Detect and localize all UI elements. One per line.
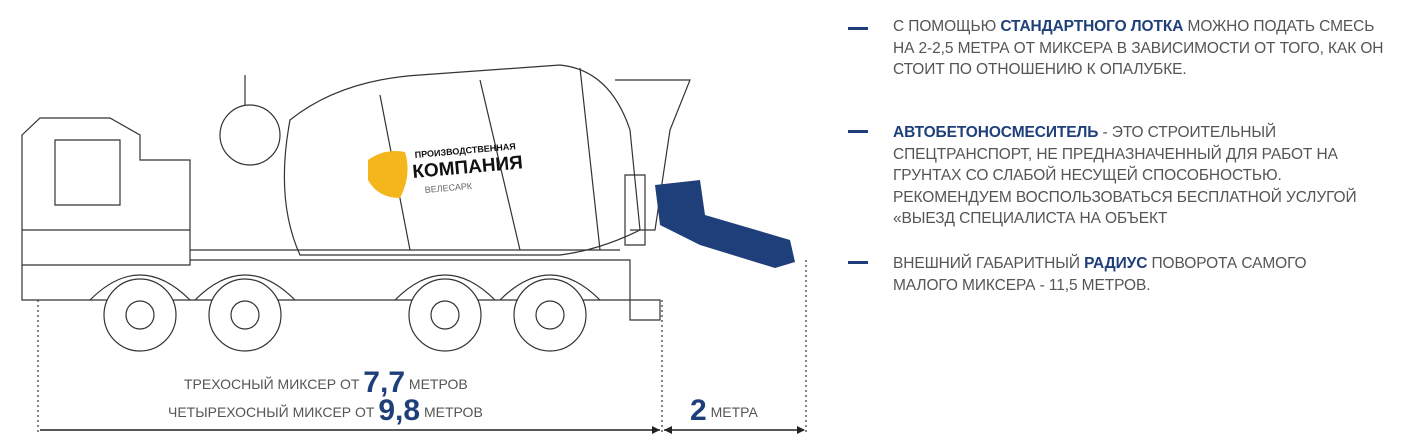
svg-text:ВЕЛЕСАРК: ВЕЛЕСАРК bbox=[424, 181, 473, 195]
note-chute: С помощью стандартного лотка можно подат… bbox=[893, 18, 1384, 78]
truck-chassis bbox=[21, 259, 661, 321]
company-logo: ПРОИЗВОДСТВЕННАЯ КОМПАНИЯ ВЕЛЕСАРК bbox=[368, 141, 524, 198]
standard-chute bbox=[655, 180, 795, 268]
chute-reach: 2 МЕТРА bbox=[690, 394, 758, 427]
truck-cab bbox=[21, 117, 191, 266]
wheels bbox=[103, 278, 587, 352]
three-axle-length: ТРЕХОСНЫЙ МИКСЕР ОТ 7,7 МЕТРОВ bbox=[184, 366, 468, 399]
bullet-dash bbox=[848, 130, 868, 133]
note-radius: Внешний габаритный радиус поворота самог… bbox=[893, 255, 1307, 294]
note-mixer: Автобетоносмеситель - это строительный с… bbox=[893, 124, 1357, 227]
mixer-drum bbox=[283, 64, 641, 256]
dimension-guides bbox=[37, 260, 807, 432]
four-axle-length: ЧЕТЫРЕХОСНЫЙ МИКСЕР ОТ 9,8 МЕТРОВ bbox=[168, 394, 483, 427]
bullet-dash bbox=[848, 27, 868, 30]
water-tank bbox=[219, 104, 281, 166]
bullet-dash bbox=[848, 261, 868, 264]
logo-mark bbox=[368, 151, 408, 198]
